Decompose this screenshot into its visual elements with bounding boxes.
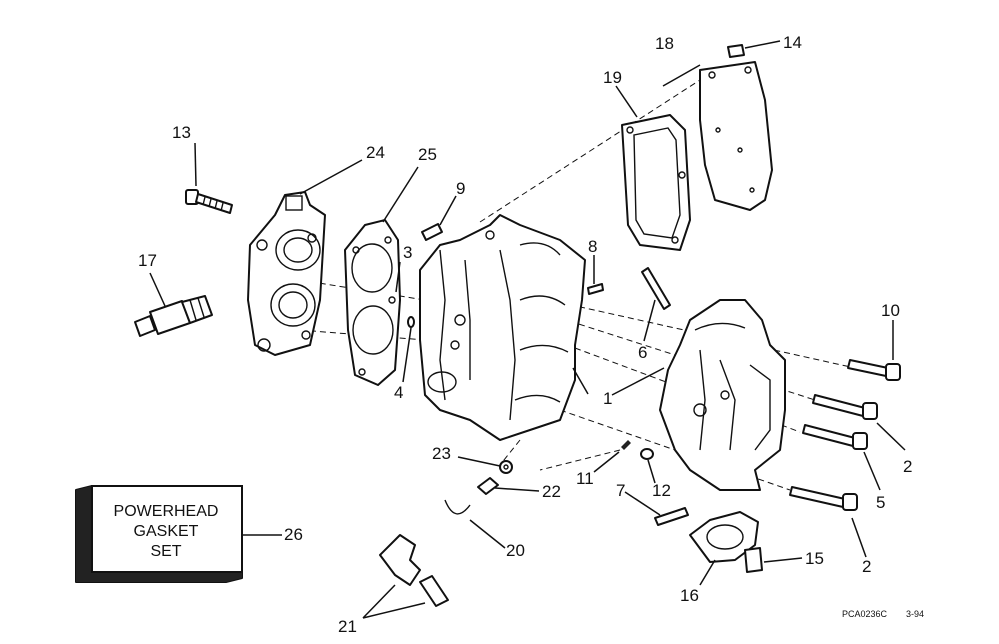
washer-23 bbox=[499, 460, 513, 474]
figure-code-date: 3-94 bbox=[906, 609, 924, 619]
callout-11: 11 bbox=[576, 469, 594, 488]
callout-24: 24 bbox=[366, 143, 385, 162]
screw-14 bbox=[727, 44, 745, 58]
callout-20: 20 bbox=[506, 541, 525, 560]
callout-1: 1 bbox=[603, 389, 612, 408]
callout-4: 4 bbox=[394, 383, 403, 402]
dowel-pin-9 bbox=[421, 223, 443, 241]
pin-11 bbox=[621, 440, 631, 450]
gasket-box-line-2: GASKET bbox=[134, 523, 199, 540]
dowel-pin-7 bbox=[654, 507, 689, 526]
callout-7: 7 bbox=[616, 481, 625, 500]
bolt-2-lower bbox=[789, 486, 858, 511]
spark-plug-17 bbox=[134, 295, 213, 337]
cover-gasket-19 bbox=[621, 114, 691, 251]
gasket-box-line-1: POWERHEAD bbox=[114, 503, 219, 520]
bolt-10 bbox=[847, 359, 901, 381]
figure-code: PCA0236C 3-94 bbox=[842, 609, 924, 619]
callout-23: 23 bbox=[432, 444, 451, 463]
callout-18: 18 bbox=[655, 34, 674, 53]
screw-15 bbox=[744, 547, 763, 573]
callout-25: 25 bbox=[418, 145, 437, 164]
bolt-2-upper bbox=[812, 394, 878, 420]
callout-19: 19 bbox=[603, 68, 622, 87]
hoses-21 bbox=[379, 534, 449, 607]
gasket-box-line-3: SET bbox=[150, 543, 181, 560]
callout-labels: 1 2 2 3 4 5 6 7 8 9 10 11 12 13 14 15 16… bbox=[138, 33, 912, 636]
callout-2-lower: 2 bbox=[862, 557, 871, 576]
bolt-5 bbox=[802, 424, 868, 450]
bushing-12 bbox=[640, 448, 654, 460]
callout-3: 3 bbox=[403, 243, 412, 262]
cylinder-block bbox=[419, 214, 586, 441]
dowel-4 bbox=[407, 316, 415, 328]
figure-code-id: PCA0236C bbox=[842, 609, 888, 619]
callout-10: 10 bbox=[881, 301, 900, 320]
gasket-set-box: POWERHEAD GASKET SET bbox=[75, 485, 243, 583]
callout-leaders bbox=[149, 40, 906, 619]
callout-8: 8 bbox=[588, 237, 597, 256]
callout-12: 12 bbox=[652, 481, 671, 500]
callout-21: 21 bbox=[338, 617, 357, 636]
callout-17: 17 bbox=[138, 251, 157, 270]
crankcase-1 bbox=[659, 299, 786, 491]
cylinder-head-24 bbox=[247, 191, 326, 356]
callout-5: 5 bbox=[876, 493, 885, 512]
callout-26: 26 bbox=[284, 525, 303, 544]
callout-16: 16 bbox=[680, 586, 699, 605]
callout-15: 15 bbox=[805, 549, 824, 568]
callout-2-upper: 2 bbox=[903, 457, 912, 476]
callout-6: 6 bbox=[638, 343, 647, 362]
clamp-20 bbox=[444, 499, 471, 515]
fitting-22 bbox=[477, 477, 499, 495]
cover-plate-18 bbox=[699, 61, 773, 211]
callout-13: 13 bbox=[172, 123, 191, 142]
callout-22: 22 bbox=[542, 482, 561, 501]
head-gasket-25 bbox=[344, 219, 401, 386]
dowel-6 bbox=[641, 267, 671, 310]
callout-14: 14 bbox=[783, 33, 802, 52]
pin-8 bbox=[587, 283, 604, 295]
bolt-13 bbox=[185, 189, 233, 214]
callout-9: 9 bbox=[456, 179, 465, 198]
